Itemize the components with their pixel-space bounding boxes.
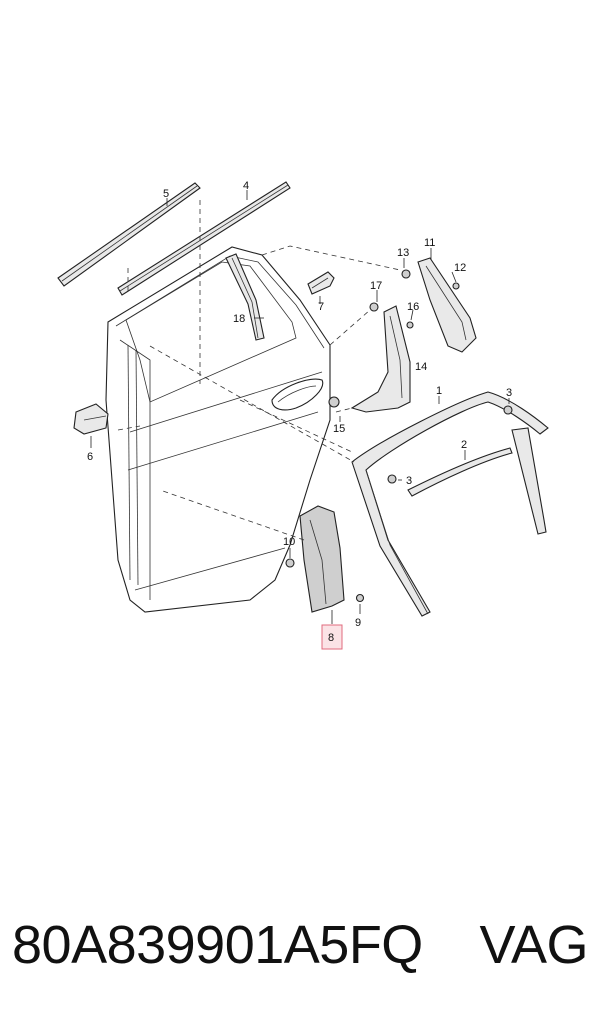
callout-3-upper: 3 bbox=[506, 387, 512, 399]
part-18-window-channel bbox=[225, 253, 265, 341]
callout-14: 14 bbox=[415, 361, 427, 373]
fastener-clips bbox=[285, 269, 513, 603]
callout-5: 5 bbox=[163, 188, 169, 200]
callout-12: 12 bbox=[454, 262, 466, 274]
part-11-pillar-trim bbox=[417, 257, 477, 353]
callout-16: 16 bbox=[407, 301, 419, 313]
part-14-pillar-panel bbox=[350, 305, 411, 413]
part-5-seal-strip bbox=[57, 182, 201, 287]
callout-18: 18 bbox=[233, 313, 245, 325]
footer: 80A839901A5FQ VAG bbox=[12, 905, 588, 985]
part-7-trim bbox=[307, 271, 335, 295]
callout-labels: 5 4 11 13 12 17 16 18 7 14 1 3 15 6 2 3 … bbox=[87, 180, 512, 650]
callout-4: 4 bbox=[243, 180, 249, 192]
callout-7: 7 bbox=[318, 301, 324, 313]
callout-11: 11 bbox=[424, 237, 435, 249]
callout-6: 6 bbox=[87, 451, 93, 463]
callout-9: 9 bbox=[355, 617, 361, 629]
leader-lines bbox=[90, 190, 510, 624]
door-panel bbox=[105, 246, 331, 613]
callout-2: 2 bbox=[461, 439, 467, 451]
part-4-seal-strip bbox=[117, 181, 291, 296]
callout-8-highlight-box bbox=[321, 624, 343, 650]
part-6-bracket bbox=[73, 403, 109, 435]
callout-3-lower: 3 bbox=[406, 475, 412, 487]
callout-10: 10 bbox=[283, 536, 295, 548]
part-number: 80A839901A5FQ bbox=[12, 915, 423, 975]
callout-17: 17 bbox=[370, 280, 382, 292]
brand-label: VAG bbox=[479, 915, 588, 975]
callout-1: 1 bbox=[436, 385, 442, 397]
callout-8: 8 bbox=[328, 632, 334, 644]
part-1-window-frame bbox=[351, 391, 549, 617]
exploded-parts-diagram: 5 4 11 13 12 17 16 18 7 14 1 3 15 6 2 3 … bbox=[57, 180, 549, 650]
assembly-lines bbox=[117, 200, 401, 541]
part-8-trim-panel bbox=[299, 505, 345, 613]
part-2-seal-strip bbox=[407, 447, 513, 497]
callout-13: 13 bbox=[397, 247, 409, 259]
callout-15: 15 bbox=[333, 423, 345, 435]
